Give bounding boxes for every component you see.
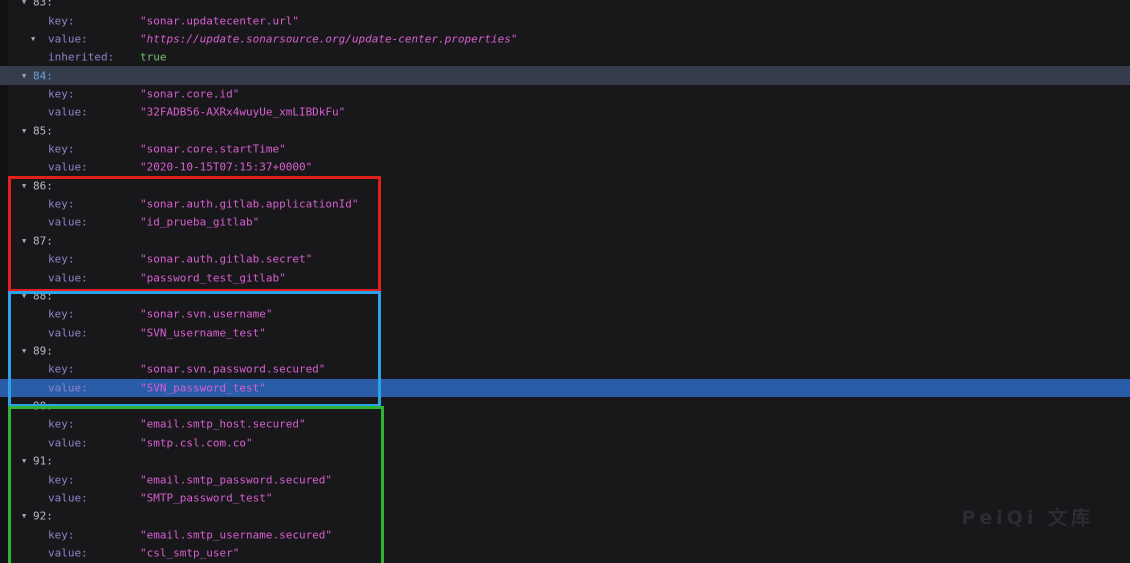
property-value: "sonar.auth.gitlab.applicationId" bbox=[140, 197, 359, 211]
tree-row-index[interactable]: ▼ 89: bbox=[0, 342, 1130, 360]
property-value: "sonar.updatecenter.url" bbox=[140, 14, 299, 28]
expand-arrow-icon[interactable]: ▼ bbox=[22, 0, 27, 7]
property-label: inherited: bbox=[48, 50, 115, 64]
tree-row-index[interactable]: ▼ 88: bbox=[0, 287, 1130, 305]
tree-row-property[interactable]: key: "sonar.svn.password.secured" bbox=[0, 360, 1130, 378]
tree-row-index[interactable]: ▼ 85: bbox=[0, 122, 1130, 140]
tree-row-property[interactable]: value: "csl_smtp_user" bbox=[0, 544, 1130, 562]
array-index-label: 92: bbox=[33, 509, 53, 523]
tree-row-index[interactable]: ▼ 91: bbox=[0, 452, 1130, 470]
expand-arrow-icon[interactable]: ▼ bbox=[31, 34, 36, 43]
tree-row-property[interactable]: inherited: true bbox=[0, 48, 1130, 66]
tree-row-index[interactable]: ▼ 83: bbox=[0, 0, 1130, 11]
property-value: "32FADB56-AXRx4wuyUe_xmLIBDkFu" bbox=[140, 105, 346, 119]
tree-row-property[interactable]: key: "email.smtp_username.secured" bbox=[0, 525, 1130, 543]
tree-row-property[interactable]: key: "sonar.core.startTime" bbox=[0, 140, 1130, 158]
array-index-label: 86: bbox=[33, 179, 53, 193]
expand-arrow-icon[interactable]: ▼ bbox=[22, 126, 27, 135]
property-label: value: bbox=[48, 32, 88, 46]
property-value: "sonar.svn.password.secured" bbox=[140, 362, 326, 376]
property-label: value: bbox=[48, 491, 88, 505]
array-index-label: 84: bbox=[33, 69, 53, 83]
property-value: "SVN_password_test" bbox=[140, 381, 266, 395]
property-label: value: bbox=[48, 160, 88, 174]
tree-row-property[interactable]: ▼ value: "https://update.sonarsource.org/u… bbox=[0, 30, 1130, 48]
tree-row-property[interactable]: key: "sonar.auth.gitlab.secret" bbox=[0, 250, 1130, 268]
array-index-label: 91: bbox=[33, 454, 53, 468]
property-value: "smtp.csl.com.co" bbox=[140, 436, 253, 450]
property-label: key: bbox=[48, 528, 75, 542]
property-value: "id_prueba_gitlab" bbox=[140, 215, 260, 229]
tree-row-property[interactable]: value: "SVN_password_test" bbox=[0, 378, 1130, 397]
property-value: "password_test_gitlab" bbox=[140, 271, 286, 285]
tree-row-property[interactable]: value: "smtp.csl.com.co" bbox=[0, 434, 1130, 452]
expand-arrow-icon[interactable]: ▼ bbox=[22, 457, 27, 466]
property-value: "sonar.core.startTime" bbox=[140, 142, 286, 156]
property-label: value: bbox=[48, 546, 88, 560]
property-label: value: bbox=[48, 271, 88, 285]
tree-row-property[interactable]: value: "32FADB56-AXRx4wuyUe_xmLIBDkFu" bbox=[0, 103, 1130, 121]
expand-arrow-icon[interactable]: ▼ bbox=[22, 512, 27, 521]
property-value: "SVN_username_test" bbox=[140, 326, 266, 340]
property-label: value: bbox=[48, 105, 88, 119]
property-label: key: bbox=[48, 252, 75, 266]
tree-row-property[interactable]: key: "sonar.core.id" bbox=[0, 85, 1130, 103]
property-label: key: bbox=[48, 417, 75, 431]
property-label: key: bbox=[48, 473, 75, 487]
expand-arrow-icon[interactable]: ▼ bbox=[22, 402, 27, 411]
property-label: value: bbox=[48, 381, 88, 395]
array-index-label: 89: bbox=[33, 344, 53, 358]
tree-row-property[interactable]: value: "2020-10-15T07:15:37+0000" bbox=[0, 158, 1130, 176]
tree-row-property[interactable]: key: "sonar.svn.username" bbox=[0, 305, 1130, 323]
expand-arrow-icon[interactable]: ▼ bbox=[22, 181, 27, 190]
array-index-label: 85: bbox=[33, 124, 53, 138]
property-value[interactable]: "https://update.sonarsource.org/update-c… bbox=[140, 32, 518, 46]
array-index-label: 90: bbox=[33, 399, 53, 413]
property-value: "sonar.auth.gitlab.secret" bbox=[140, 252, 313, 266]
tree-row-property[interactable]: value: "SMTP_password_test" bbox=[0, 489, 1130, 507]
property-value: "email.smtp_password.secured" bbox=[140, 473, 333, 487]
array-index-label: 88: bbox=[33, 289, 53, 303]
tree-row-property[interactable]: key: "sonar.auth.gitlab.applicationId" bbox=[0, 195, 1130, 213]
property-value: true bbox=[140, 50, 167, 64]
tree-row-property[interactable]: value: "password_test_gitlab" bbox=[0, 268, 1130, 286]
array-index-label: 83: bbox=[33, 0, 53, 9]
left-gutter bbox=[0, 0, 8, 563]
property-value: "2020-10-15T07:15:37+0000" bbox=[140, 160, 313, 174]
property-label: key: bbox=[48, 197, 75, 211]
tree-row-property[interactable]: value: "id_prueba_gitlab" bbox=[0, 213, 1130, 231]
property-label: key: bbox=[48, 307, 75, 321]
property-value: "email.smtp_host.secured" bbox=[140, 417, 306, 431]
expand-arrow-icon[interactable]: ▼ bbox=[22, 347, 27, 355]
tree-row-property[interactable]: key: "sonar.updatecenter.url" bbox=[0, 11, 1130, 29]
tree-row-index[interactable]: ▼ 92: bbox=[0, 507, 1130, 525]
tree-row-index[interactable]: ▼ 87: bbox=[0, 232, 1130, 250]
property-label: value: bbox=[48, 326, 88, 340]
property-label: key: bbox=[48, 142, 75, 156]
expand-arrow-icon[interactable]: ▼ bbox=[22, 236, 27, 245]
tree-row-index[interactable]: ▼ 84: bbox=[0, 66, 1130, 85]
property-label: value: bbox=[48, 215, 88, 229]
expand-arrow-icon[interactable]: ▼ bbox=[22, 291, 27, 300]
tree-row-property[interactable]: key: "email.smtp_password.secured" bbox=[0, 470, 1130, 488]
property-label: key: bbox=[48, 362, 75, 376]
tree-row-index[interactable]: ▼ 86: bbox=[0, 177, 1130, 195]
property-value: "email.smtp_username.secured" bbox=[140, 528, 333, 542]
array-index-label: 87: bbox=[33, 234, 53, 248]
watermark: PeiQi 文库 bbox=[961, 507, 1094, 529]
property-label: value: bbox=[48, 436, 88, 450]
property-value: "SMTP_password_test" bbox=[140, 491, 273, 505]
property-value: "csl_smtp_user" bbox=[140, 546, 240, 560]
expand-arrow-icon[interactable]: ▼ bbox=[22, 71, 27, 80]
property-value: "sonar.core.id" bbox=[140, 87, 240, 101]
tree-row-index[interactable]: ▼ 90: bbox=[0, 397, 1130, 415]
tree-row-property[interactable]: key: "email.smtp_host.secured" bbox=[0, 415, 1130, 433]
property-label: key: bbox=[48, 87, 75, 101]
tree-row-property[interactable]: value: "SVN_username_test" bbox=[0, 323, 1130, 341]
property-value: "sonar.svn.username" bbox=[140, 307, 273, 321]
property-label: key: bbox=[48, 14, 75, 28]
